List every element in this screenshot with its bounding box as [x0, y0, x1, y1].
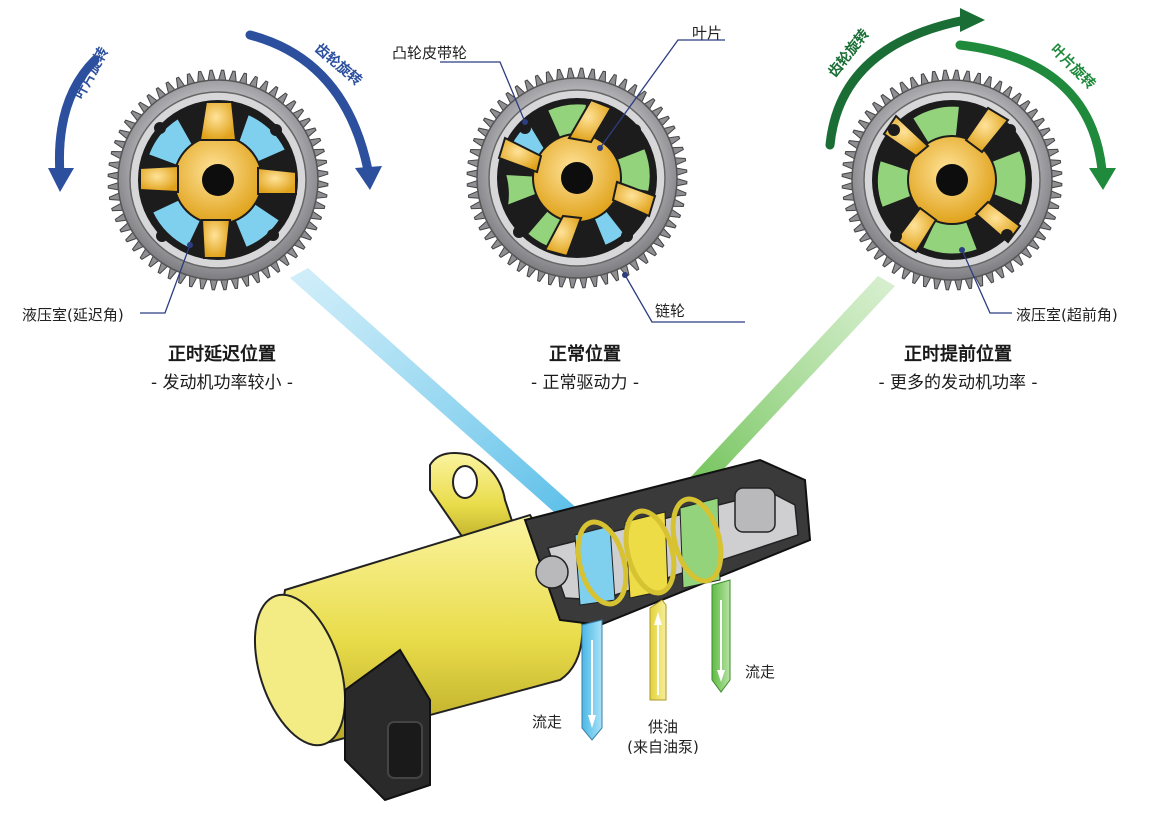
mounting-bracket: [429, 452, 517, 550]
drain-channel-left: [581, 619, 603, 741]
advance-title: 正时提前位置: [904, 344, 1012, 365]
vane-rotation-arrow-left: [54, 55, 100, 180]
retard-oil-beam: [290, 268, 590, 528]
valve-spring: [575, 496, 724, 607]
drain-channel-right: [711, 579, 731, 693]
sprocket-label: 链轮: [655, 302, 686, 320]
cam-pulley-label: 凸轮皮带轮: [392, 44, 468, 62]
supply-channel: [649, 599, 667, 701]
advance-rotation-arrows: [825, 8, 1116, 190]
normal-phaser: [466, 67, 688, 289]
arrow-head-top: [960, 8, 985, 32]
gear-rotation-arrow-adv: [825, 15, 970, 150]
drain-left-label: 流走: [532, 713, 563, 731]
normal-caption: 正常位置 - 正常驱动力 -: [455, 340, 715, 393]
retard-subtitle: - 发动机功率较小 -: [150, 373, 294, 393]
supply-label: 供油 (来自油泵): [618, 717, 708, 757]
arrow-head-left: [48, 168, 74, 192]
retard-phaser: [107, 69, 329, 291]
oil-control-valve: [253, 452, 812, 802]
retard-caption: 正时延迟位置 - 发动机功率较小 -: [92, 340, 352, 393]
callout-lines: [140, 39, 1012, 323]
supply-label-line2: (来自油泵): [627, 738, 699, 756]
retard-gear-rotation-label: 齿轮旋转: [311, 40, 365, 89]
gear-rotation-arrow-left: [245, 30, 373, 175]
arrow-head-right: [355, 166, 382, 190]
arrow-head-bottom: [1089, 168, 1116, 190]
retard-chamber-label: 液压室(延迟角): [22, 306, 124, 324]
retard-title: 正时延迟位置: [168, 344, 276, 365]
normal-subtitle: - 正常驱动力 -: [530, 373, 640, 393]
vane-rotation-arrow-adv: [955, 40, 1107, 175]
drain-right-label: 流走: [745, 663, 776, 681]
advance-phaser: [841, 69, 1063, 291]
normal-title: 正常位置: [549, 344, 621, 365]
advance-subtitle: - 更多的发动机功率 -: [878, 373, 1038, 393]
advance-caption: 正时提前位置 - 更多的发动机功率 -: [828, 340, 1088, 393]
supply-label-line1: 供油: [647, 718, 678, 736]
retard-rotation-arrows: [48, 30, 382, 192]
advance-oil-beam: [672, 276, 895, 505]
retard-vane-rotation-label: 叶片旋转: [71, 44, 112, 101]
advance-chamber-label: 液压室(超前角): [1016, 306, 1118, 324]
solenoid-end: [253, 593, 347, 747]
vane-label: 叶片: [692, 24, 723, 42]
